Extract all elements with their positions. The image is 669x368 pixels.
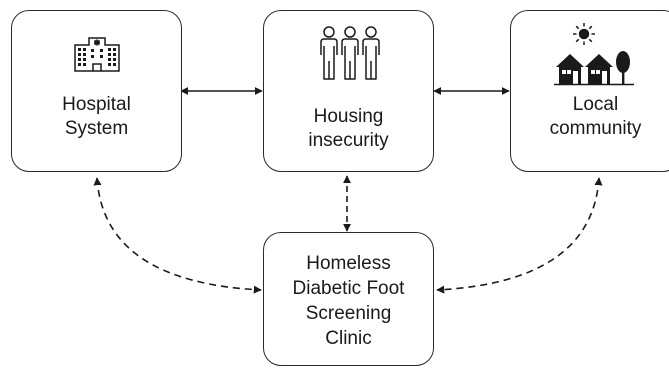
hospital-system-label: Hospital System [62, 94, 131, 139]
tree-icon [616, 51, 630, 84]
housing-insecurity-label: Housing insecurity [308, 106, 389, 151]
hospital-building-icon [74, 37, 120, 72]
clinic-node: Homeless Diabetic Foot Screening Clinic [263, 232, 434, 366]
clinic-label: Homeless Diabetic Foot Screening Clinic [292, 253, 405, 349]
hospital-system-node: Hospital System [11, 10, 182, 172]
people-group-icon [320, 26, 380, 80]
sun-icon [573, 23, 595, 45]
local-community-label: Local community [549, 94, 642, 139]
local-community-node: Local community [510, 10, 669, 172]
house-icon [585, 54, 613, 84]
connector-community-clinic [436, 177, 603, 294]
house-icon [556, 54, 584, 84]
houses-sun-tree-icon [554, 23, 634, 86]
housing-insecurity-node: Housing insecurity [263, 10, 434, 172]
connector-hospital-clinic [93, 177, 262, 294]
